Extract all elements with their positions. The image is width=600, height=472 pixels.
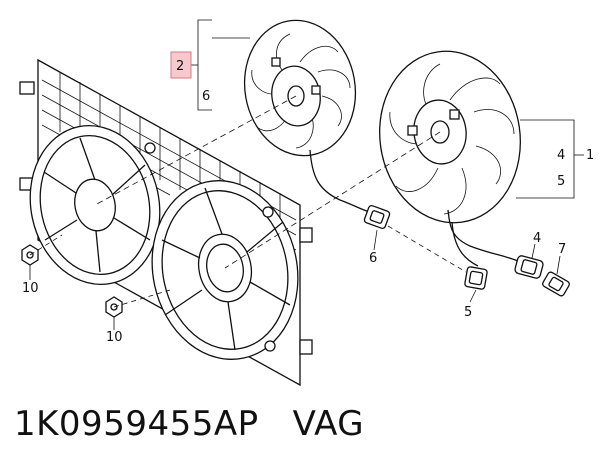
brand-name: VAG [292,404,365,444]
part-number: 1K0959455AP [14,404,259,444]
callout-6-lower: 6 [369,251,377,266]
leader-lines [29,19,584,330]
callout-10-center: 10 [106,330,123,345]
fan-shroud-frame [19,58,313,387]
caption-gap [259,404,293,444]
callout-7: 7 [558,242,566,257]
callout-4-upper: 4 [557,148,565,163]
highlight-box [170,51,192,79]
callout-5-lower: 5 [464,305,472,320]
part-caption: 1K0959455AP VAG [14,404,364,444]
callout-1: 1 [586,148,594,163]
callout-labels: 2 6 4 1 5 6 4 7 5 10 10 [22,51,594,345]
large-fan-assembly [379,50,570,297]
callout-10-left: 10 [22,281,39,296]
callout-6-upper: 6 [202,89,210,104]
callout-5-upper: 5 [557,174,565,189]
callout-2: 2 [176,59,184,74]
callout-4-lower: 4 [533,231,541,246]
